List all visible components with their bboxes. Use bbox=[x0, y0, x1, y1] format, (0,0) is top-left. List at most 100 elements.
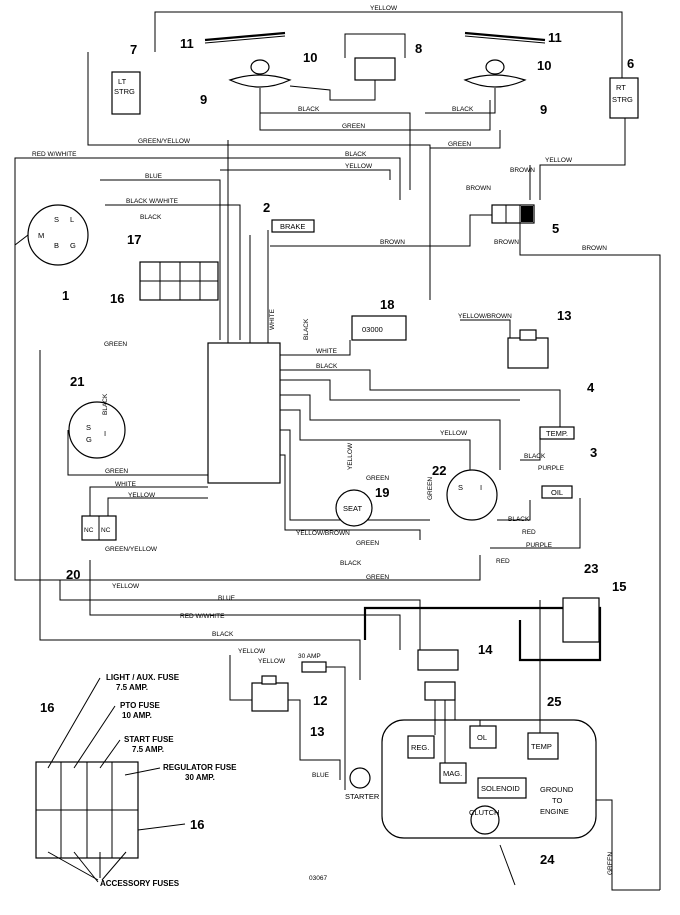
hour-meter bbox=[351, 315, 407, 341]
oil-label: OIL bbox=[551, 488, 563, 497]
callout-8: 8 bbox=[415, 41, 422, 56]
callout-23: 23 bbox=[584, 561, 598, 576]
wire-label-purple-1: PURPLE bbox=[538, 465, 565, 472]
callout-18: 18 bbox=[380, 297, 394, 312]
ign-pin-m: M bbox=[38, 231, 44, 240]
wire-label-yellow-7: YELLOW bbox=[238, 648, 266, 655]
callout-24: 24 bbox=[540, 852, 555, 867]
ign-pin-g: G bbox=[70, 241, 76, 250]
wire-label-yellow-v: YELLOW bbox=[347, 442, 354, 470]
callout-9b: 9 bbox=[540, 102, 547, 117]
wire-label-brown-2: BROWN bbox=[466, 185, 491, 192]
brake-label: BRAKE bbox=[280, 222, 305, 231]
solenoid bbox=[477, 777, 527, 799]
callout-14: 14 bbox=[478, 642, 493, 657]
clutch-label: CLUTCH bbox=[469, 808, 499, 817]
battery-connector-14 bbox=[417, 649, 459, 701]
mag bbox=[439, 762, 467, 784]
callout-12: 12 bbox=[313, 693, 327, 708]
pto-switch-21 bbox=[68, 401, 126, 459]
wire-label-green-4: GREEN bbox=[104, 341, 127, 348]
ign-pin-l: L bbox=[70, 215, 74, 224]
fuse-start-amp: 7.5 AMP. bbox=[132, 745, 164, 754]
wire-label-blue-2: BLUE bbox=[218, 595, 236, 602]
starter-label: STARTER bbox=[345, 792, 380, 801]
fuse-pto-amp: 10 AMP. bbox=[122, 711, 152, 720]
wire-label-black-7: BLACK bbox=[102, 393, 109, 415]
diagram-id: 03067 bbox=[309, 875, 327, 882]
wire-label-white-h: WHITE bbox=[316, 348, 338, 355]
callout-2: 2 bbox=[263, 200, 270, 215]
fuse-accessory-label: ACCESSORY FUSES bbox=[100, 879, 180, 888]
callout-numbers: 1 2 3 4 5 6 7 8 9 9 10 10 11 11 12 13 13… bbox=[40, 30, 634, 867]
wire-label-black-4: BLACK bbox=[140, 214, 162, 221]
wire-label-black-9: BLACK bbox=[340, 560, 362, 567]
wire-label-purple-2: PURPLE bbox=[526, 542, 553, 549]
regulator bbox=[407, 735, 435, 759]
wire-label-yellow-6: YELLOW bbox=[112, 583, 140, 590]
callout-19: 19 bbox=[375, 485, 389, 500]
callout-10b: 10 bbox=[537, 58, 551, 73]
rt-strg-line2: STRG bbox=[612, 95, 633, 104]
callout-7: 7 bbox=[130, 42, 137, 57]
fuse-light-amp: 7.5 AMP. bbox=[116, 683, 148, 692]
lt-strg-switch bbox=[111, 71, 141, 115]
callout-20: 20 bbox=[66, 567, 80, 582]
pto-pin-g: G bbox=[86, 435, 92, 444]
solenoid-label: SOLENOID bbox=[481, 784, 520, 793]
callout-9a: 9 bbox=[200, 92, 207, 107]
oil-sensor bbox=[469, 725, 497, 749]
callout-5: 5 bbox=[552, 221, 559, 236]
pto-pin-s: S bbox=[86, 423, 91, 432]
wire-label-yellow-brown-2: YELLOW/BROWN bbox=[296, 530, 350, 537]
fuse-regulator-label: REGULATOR FUSE bbox=[163, 763, 237, 772]
wire-label-black-1: BLACK bbox=[298, 106, 320, 113]
callout-16b: 16 bbox=[40, 700, 54, 715]
ol-label: OL bbox=[477, 733, 487, 742]
connector-5 bbox=[491, 204, 535, 224]
nc-label-2: NC bbox=[101, 527, 111, 534]
fuse-23 bbox=[562, 597, 600, 643]
light-bar-right bbox=[464, 31, 546, 44]
amp30-label: 30 AMP bbox=[298, 653, 321, 660]
fuse-regulator-amp: 30 AMP. bbox=[185, 773, 215, 782]
wire-label-green-8: GREEN bbox=[607, 852, 614, 875]
callout-11b: 11 bbox=[548, 30, 562, 45]
wire-label-black-5: BLACK bbox=[316, 363, 338, 370]
lt-strg-line1: LT bbox=[118, 77, 127, 86]
wire-label-blue-3: BLUE bbox=[312, 772, 330, 779]
light-bar-left bbox=[204, 31, 286, 44]
ignition-switch bbox=[27, 204, 89, 266]
relay-13-bottom bbox=[251, 675, 289, 712]
callout-16c: 16 bbox=[190, 817, 204, 832]
fuse-pto-label: PTO FUSE bbox=[120, 701, 161, 710]
wire-label-brown-4: BROWN bbox=[380, 239, 405, 246]
temp-sensor-25 bbox=[527, 732, 559, 760]
headlamp-right bbox=[463, 59, 527, 98]
wire-label-red-white: RED W/WHITE bbox=[32, 151, 77, 158]
callout-6: 6 bbox=[627, 56, 634, 71]
mag-label: MAG. bbox=[443, 769, 462, 778]
wire-label-brown-1: BROWN bbox=[510, 167, 535, 174]
relay22-pin-i: I bbox=[480, 483, 482, 492]
rt-strg-switch bbox=[609, 77, 639, 119]
rt-strg-line1: RT bbox=[616, 83, 626, 92]
callout-22: 22 bbox=[432, 463, 446, 478]
ground-line3: ENGINE bbox=[540, 807, 569, 816]
relay-13-top bbox=[507, 329, 549, 369]
wire-label-black-2: BLACK bbox=[452, 106, 474, 113]
lt-strg-line2: STRG bbox=[114, 87, 135, 96]
wire-label-yellow-2: YELLOW bbox=[345, 163, 373, 170]
nc-switch-20 bbox=[81, 515, 117, 541]
callout-25: 25 bbox=[547, 694, 561, 709]
wire-label-green-top: GREEN bbox=[342, 123, 365, 130]
wire-label-brown-3: BROWN bbox=[494, 239, 519, 246]
seat-label: SEAT bbox=[343, 504, 362, 513]
wire-label-black-v: BLACK bbox=[303, 318, 310, 340]
callout-11a: 11 bbox=[180, 36, 194, 51]
wire-label-green-v: GREEN bbox=[427, 477, 434, 500]
ign-pin-s: S bbox=[54, 215, 59, 224]
main-harness-connector bbox=[207, 342, 281, 484]
pto-relay-22 bbox=[446, 469, 498, 521]
wire-label-yellow-4: YELLOW bbox=[440, 430, 468, 437]
